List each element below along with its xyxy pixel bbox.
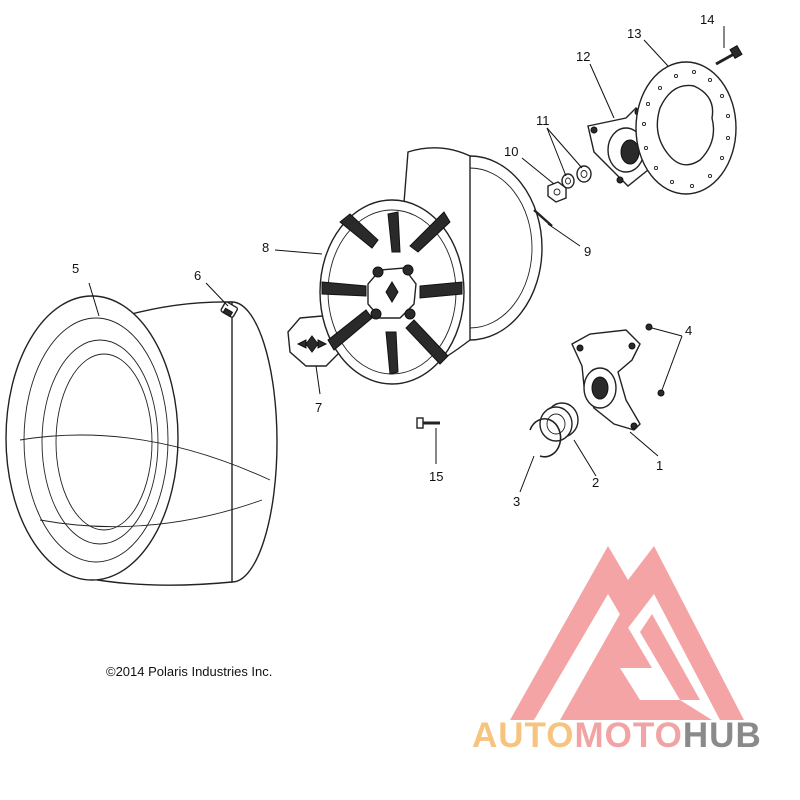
watermark-auto: AUTO <box>472 716 575 755</box>
watermark-text: AUTOMOTOHUB <box>472 716 762 756</box>
callout-11: 11 <box>536 113 550 128</box>
callout-2: 2 <box>592 475 599 490</box>
tire <box>5 295 278 586</box>
valve-stem <box>220 301 239 318</box>
knuckle <box>571 329 641 431</box>
brake-disc <box>635 61 737 195</box>
wheel-rim <box>319 147 543 385</box>
watermark-logo <box>510 546 744 720</box>
bearing <box>539 402 579 442</box>
brake-bolt <box>715 44 743 66</box>
callout-12: 12 <box>576 49 590 64</box>
callout-10: 10 <box>504 144 518 159</box>
callout-9: 9 <box>584 244 591 259</box>
washers <box>561 165 592 189</box>
callout-6: 6 <box>194 268 201 283</box>
leader-lines <box>88 26 725 493</box>
wheel-spokes <box>321 211 463 375</box>
callout-7: 7 <box>315 400 322 415</box>
callout-5: 5 <box>72 261 79 276</box>
watermark-moto: MOTO <box>574 716 683 755</box>
callout-15: 15 <box>429 469 443 484</box>
callout-13: 13 <box>627 26 641 41</box>
copyright-notice: ©2014 Polaris Industries Inc. <box>106 664 273 679</box>
watermark-hub: HUB <box>682 716 762 755</box>
callout-labels: 1 2 3 4 5 6 7 8 9 10 11 12 13 14 15 <box>72 12 714 509</box>
grease-fittings <box>645 323 665 397</box>
bolt <box>416 417 440 429</box>
cotter-pin <box>533 209 553 227</box>
callout-3: 3 <box>513 494 520 509</box>
callout-1: 1 <box>656 458 663 473</box>
callout-8: 8 <box>262 240 269 255</box>
castle-nut <box>547 181 567 203</box>
snap-ring <box>529 418 562 458</box>
callout-14: 14 <box>700 12 714 27</box>
callout-4: 4 <box>685 323 692 338</box>
